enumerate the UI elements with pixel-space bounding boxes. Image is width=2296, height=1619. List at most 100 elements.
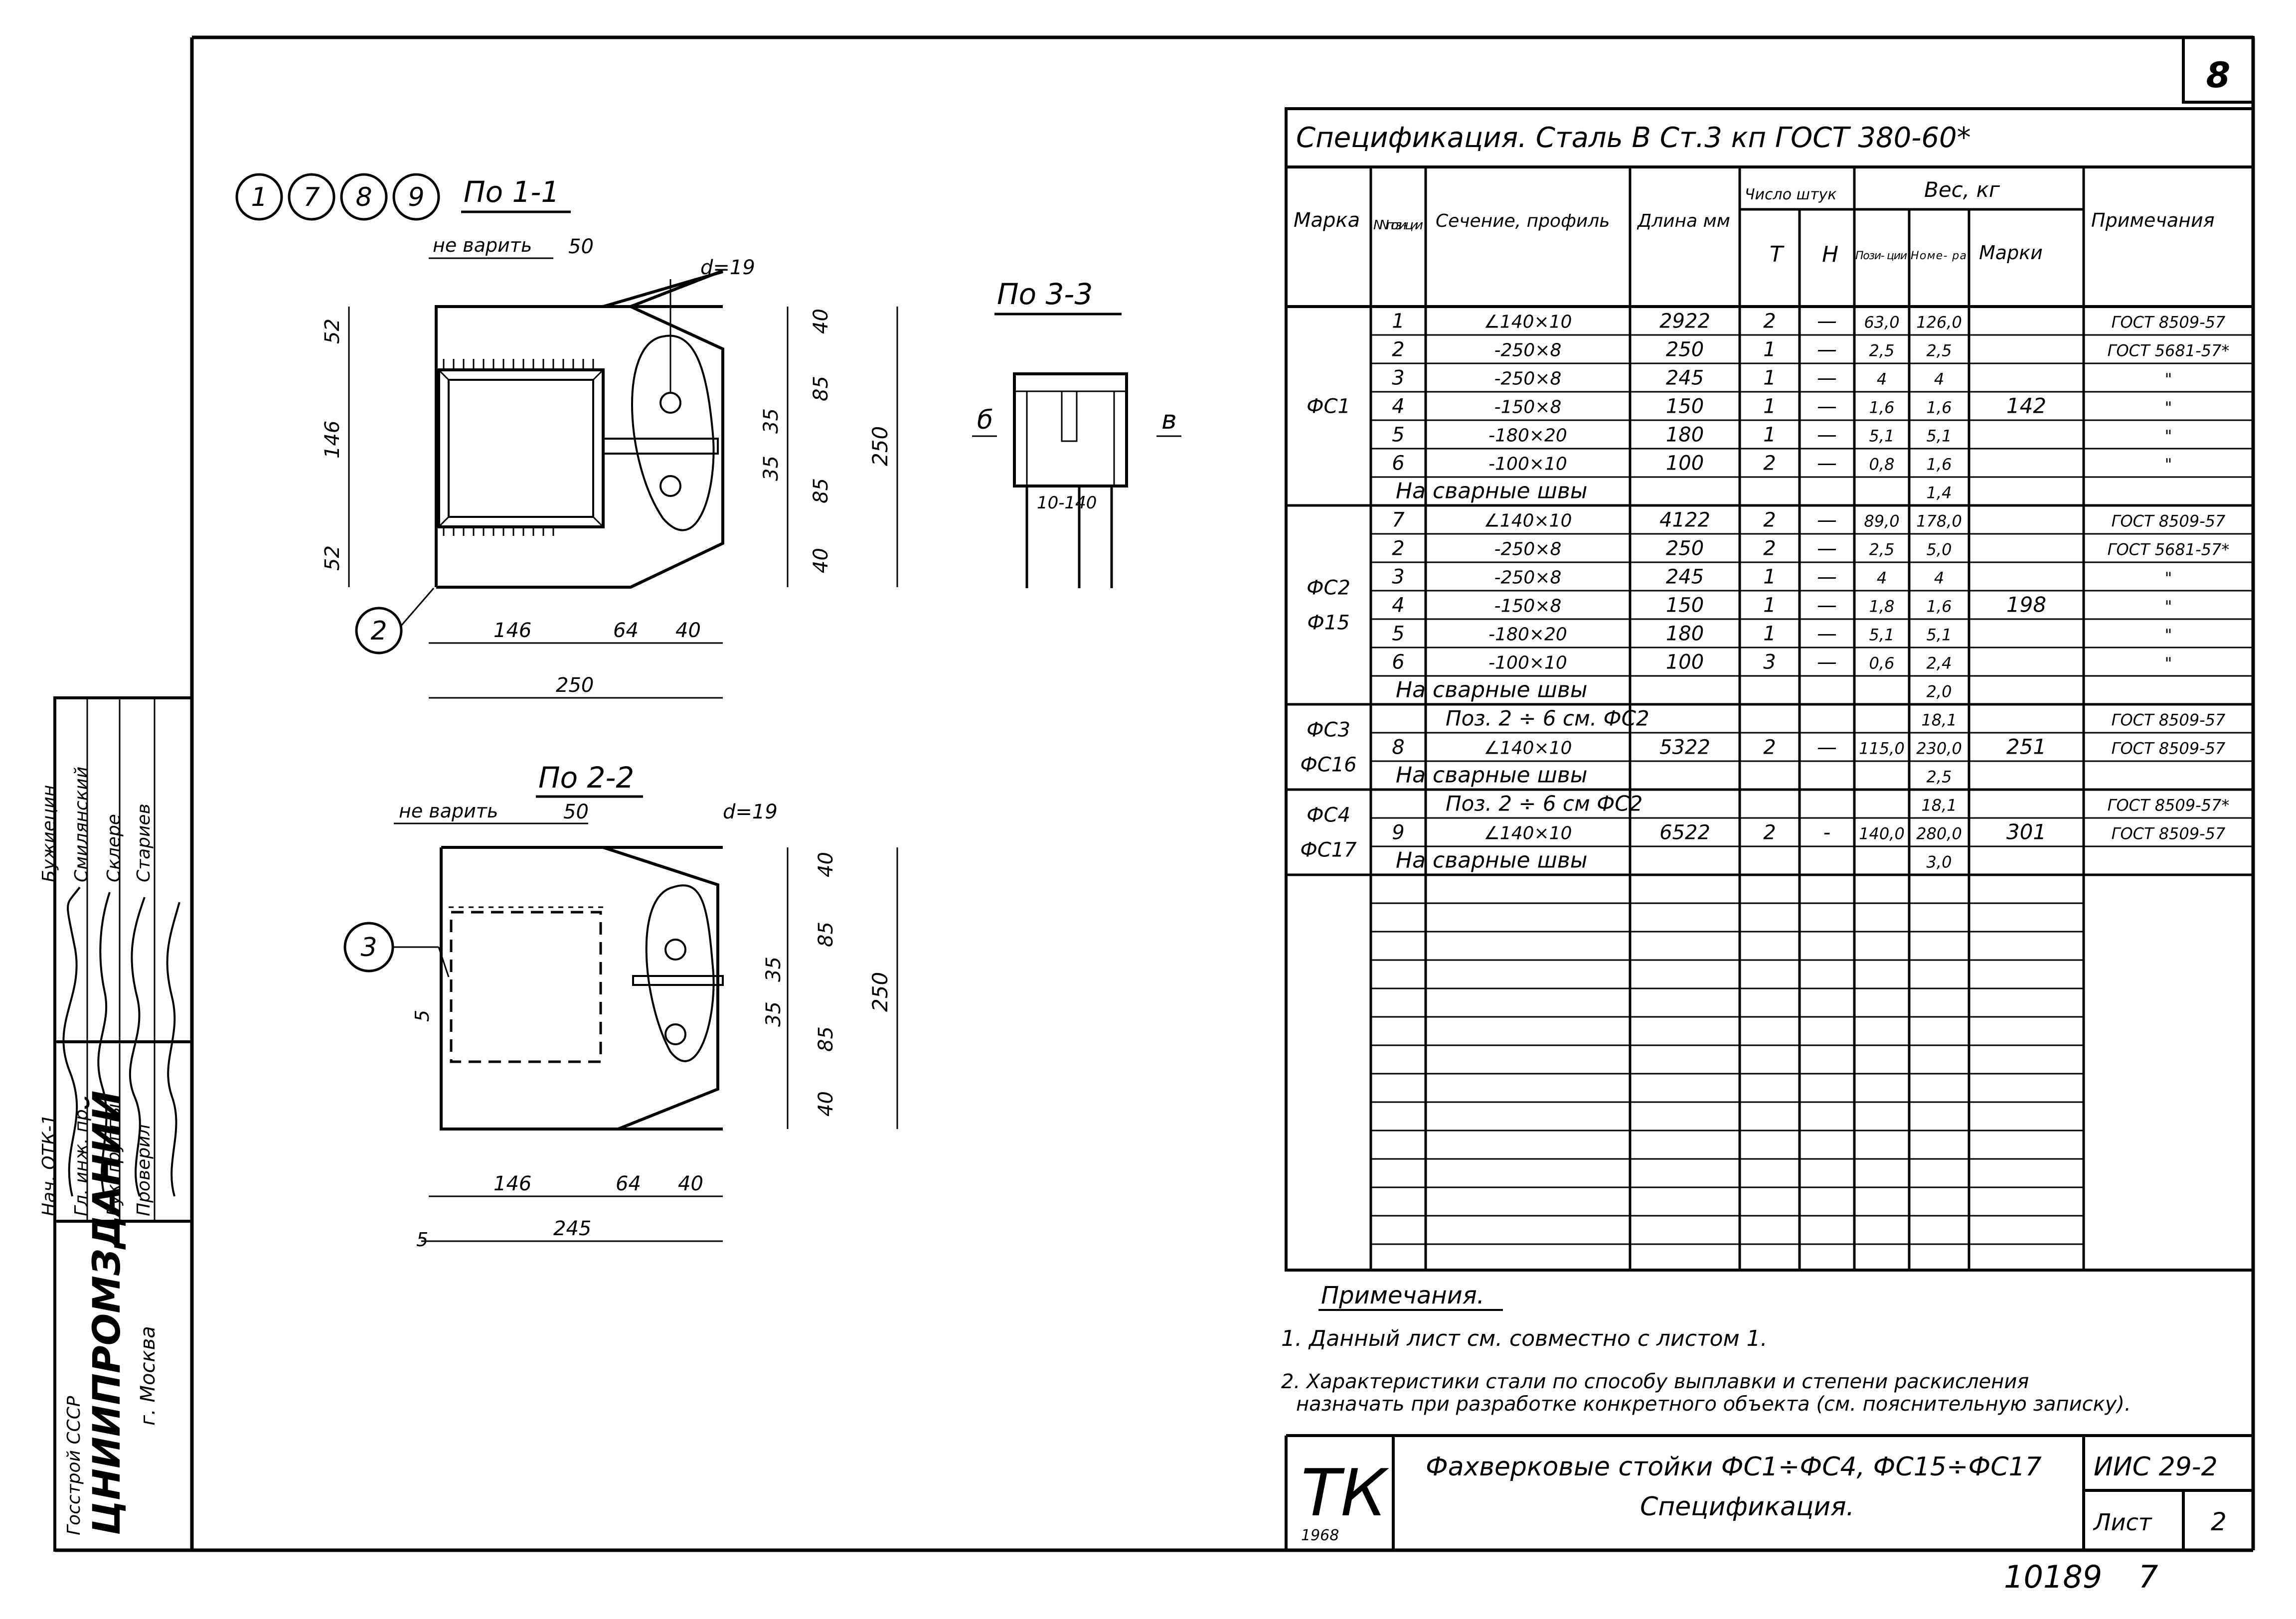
spec-cell-qty-n: — [1817,736,1837,759]
spec-cell-section: -150×8 [1494,397,1562,418]
spec-ref-note: ГОСТ 8509-57 [2112,711,2226,730]
view1-dim-left-52-bottom: 52 [321,545,344,571]
notes-block: Примечания. 1. Данный лист см. совместно… [1281,1282,2131,1416]
view2-note-no-weld: не варить [399,800,498,822]
spec-cell-weight-pos: 89,0 [1864,512,1899,531]
spec-cell-qty-n: — [1817,623,1837,646]
spec-cell-pos: 7 [1392,509,1405,532]
spec-cell-pos: 3 [1392,566,1404,589]
spec-header-pos: NN пози- ции [1373,218,1423,233]
spec-cell-qty-n: — [1817,424,1837,447]
view1-dim-bottom-146: 146 [493,619,531,642]
spec-cell-note: " [2165,597,2172,616]
title-year: 1968 [1301,1527,1339,1544]
spec-header-marka: Марка [1294,209,1360,232]
spec-cell-weight-total: 4 [1934,569,1944,588]
view2-dim-right-35-bottom: 35 [762,1001,785,1027]
view1-dim-right-40-top: 40 [810,309,832,334]
spec-cell-section: -250×8 [1494,340,1562,361]
spec-cell-section: ∠140×10 [1484,823,1572,844]
spec-marki-weight-4: 301 [2006,820,2046,844]
spec-cell-length: 250 [1666,537,1704,560]
title-line-1: Фахверковые стойки ФС1÷ФС4, ФС15÷ФС17 [1426,1452,2042,1482]
spec-cell-length: 245 [1666,566,1704,589]
marker-8: 8 [355,182,372,212]
spec-ref-value: 18,1 [1921,796,1957,815]
spec-cell-section: ∠140×10 [1484,511,1572,531]
view2-dim-left-5: 5 [411,1010,433,1022]
view1-dim-bottom-64: 64 [613,619,639,642]
view3-right-label: в [1161,405,1177,435]
left-stamp: Нач. ОТК-1 Гл. инж. пр. Рук. группы Пров… [39,696,193,1552]
spec-cell-qty-t: 1 [1763,566,1776,589]
spec-ref-label: Поз. 2 ÷ 6 см. ФС2 [1446,706,1649,731]
view2-dim-50: 50 [563,801,589,823]
spec-cell-note: " [2165,569,2172,588]
spec-marki-weight-2: 198 [2006,593,2046,617]
spec-cell-section: ∠140×10 [1484,312,1572,332]
spec-cell-note: " [2165,654,2172,673]
page-number: 7 [2138,1559,2158,1595]
spec-cell-pos: 6 [1392,651,1404,674]
title-sheet-number: 2 [2211,1507,2227,1536]
stamp-name-3: Склерe [104,814,124,882]
marker-1: 1 [251,182,267,212]
spec-cell-qty-n: — [1817,367,1837,390]
spec-cell-weight-pos: 4 [1877,370,1887,389]
spec-marka-2: ФС2 [1307,577,1350,600]
note-1: 1. Данный лист см. совместно с листом 1. [1281,1326,1768,1351]
spec-cell-weight-total: 1,6 [1927,398,1952,417]
spec-cell-qty-n: — [1817,338,1837,361]
spec-cell-pos: 2 [1392,338,1404,361]
spec-header-qty: Число штук [1745,186,1836,203]
archive-number: 10189 [2004,1559,2102,1595]
spec-cell-weight-pos: 5,1 [1869,427,1895,446]
spec-header-weight: Вес, кг [1924,177,2000,202]
view1-dim-right-40-bottom: 40 [810,548,832,573]
spec-header-qty-t: Т [1770,242,1785,267]
spec-cell-qty-n: — [1817,566,1837,589]
spec-cell-qty-t: 1 [1763,367,1776,390]
spec-cell-qty-n: — [1817,509,1837,532]
spec-cell-length: 100 [1666,651,1704,674]
spec-cell-qty-n: — [1817,651,1837,674]
spec-cell-length: 180 [1666,623,1704,646]
spec-ref-label: Поз. 2 ÷ 6 см ФС2 [1446,792,1642,816]
spec-cell-note: " [2165,427,2172,446]
spec-cell-note: ГОСТ 8509-57 [2112,824,2226,843]
spec-cell-qty-t: 1 [1763,424,1776,447]
spec-title: Спецификация. Сталь В Ст.3 кп ГОСТ 380-6… [1296,122,1971,154]
spec-cell-weight-pos: 4 [1877,569,1887,588]
spec-header-w-nom: Номе- ра [1911,250,1967,262]
spec-cell-section: -250×8 [1494,369,1562,389]
spec-marka-4: ФС4 [1307,804,1350,827]
view3-left-label: б [977,405,993,435]
spec-cell-weight-pos: 63,0 [1864,313,1899,332]
spec-header-length: Длина мм [1637,211,1730,231]
spec-cell-note: ГОСТ 8509-57 [2112,512,2226,531]
note-2-line-1: 2. Характеристики стали по способу выпла… [1281,1370,2029,1393]
spec-cell-section: -250×8 [1494,539,1562,560]
spec-weld-value: 2,0 [1927,682,1952,701]
spec-header-qty-n: Н [1822,242,1838,267]
title-logo: ТК [1301,1455,1389,1531]
spec-cell-weight-pos: 0,6 [1869,654,1895,673]
spec-cell-note: " [2165,370,2172,389]
view2-title: По 2-2 [538,761,634,795]
spec-cell-pos: 5 [1392,623,1404,646]
view2-dim-bottom-40: 40 [678,1172,703,1195]
spec-cell-length: 4122 [1659,509,1710,532]
view-3-3: По 3-3 10-140 б в [972,277,1181,588]
spec-cell-note: " [2165,626,2172,645]
spec-cell-pos: 5 [1392,424,1404,447]
spec-cell-pos: 4 [1392,594,1404,617]
view2-dim-bottom-5: 5 [416,1229,428,1251]
view2-dim-right-250: 250 [868,972,892,1012]
spec-header-section: Сечение, профиль [1436,211,1610,231]
spec-cell-weight-total: 1,6 [1927,455,1952,474]
view1-dim-left-52-top: 52 [321,319,344,344]
spec-cell-length: 150 [1666,594,1704,617]
spec-cell-weight-pos: 1,6 [1869,398,1895,417]
spec-cell-length: 100 [1666,452,1704,475]
spec-cell-pos: 3 [1392,367,1404,390]
